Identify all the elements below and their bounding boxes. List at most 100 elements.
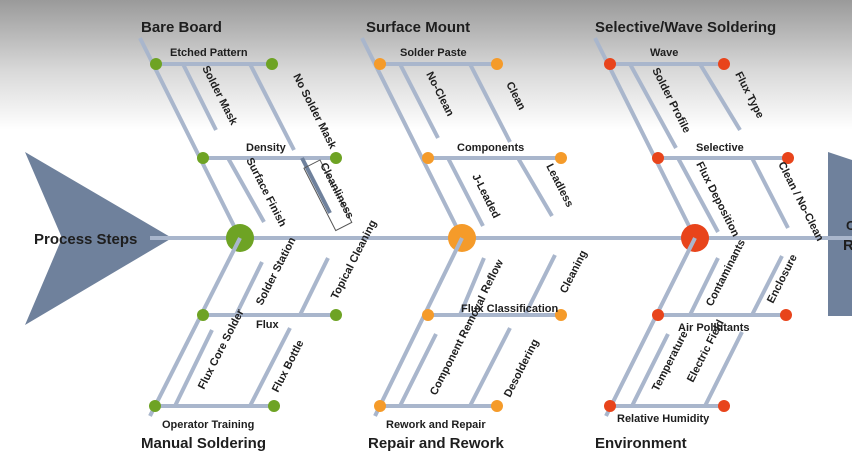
main-bone: [373, 237, 464, 417]
node: [149, 400, 161, 412]
spine-tail-arrow: [25, 152, 172, 325]
node: [150, 58, 162, 70]
category-repair-rework: Repair and Rework Reflow Cleaning Flux C…: [368, 237, 590, 452]
cause-label: Solder Profile: [649, 66, 692, 135]
cause-label: Component Removal: [428, 294, 489, 397]
cause-label: Etched Pattern: [170, 47, 248, 59]
cause-label: Desoldering: [502, 337, 542, 399]
node: [374, 400, 386, 412]
cause-label: Selective: [696, 142, 744, 154]
sub-bone: [688, 257, 720, 316]
main-bone: [148, 237, 242, 417]
node: [652, 309, 664, 321]
sub-bone: [173, 329, 214, 407]
main-bone: [593, 37, 697, 239]
main-bone: [138, 37, 242, 239]
node: [266, 58, 278, 70]
sub-bone: [523, 254, 557, 316]
cause-label: No-Clean: [423, 70, 456, 119]
sub-bone: [398, 63, 440, 139]
category-environment: Environment Contaminants Enclosure Air P…: [595, 237, 800, 452]
category-title: Environment: [595, 435, 687, 452]
category-title: Surface Mount: [366, 19, 470, 36]
cause-label: Rework and Repair: [386, 419, 486, 431]
cause-label: Components: [457, 142, 524, 154]
category-title: Bare Board: [141, 19, 222, 36]
result-label-partial: R: [843, 237, 852, 254]
sub-bone: [468, 327, 512, 407]
node: [555, 152, 567, 164]
sub-bone: [446, 157, 485, 227]
cause-label: Surface Finish: [243, 156, 288, 229]
sub-bone: [750, 255, 784, 316]
node: [491, 58, 503, 70]
cause-label: Solder Mask: [199, 64, 240, 128]
category-selective-wave: Selective/Wave Soldering Wave Solder Pro…: [593, 19, 826, 252]
node: [197, 309, 209, 321]
sub-bone: [630, 333, 670, 407]
cause-label: Flux Bottle: [270, 338, 306, 394]
sub-bone: [468, 63, 512, 143]
sub-bone: [698, 62, 742, 132]
node: [374, 58, 386, 70]
node: [718, 400, 730, 412]
node: [330, 152, 342, 164]
cause-label: Cleaning: [558, 249, 590, 296]
cause-label: Flux Classification: [461, 303, 558, 315]
node: [718, 58, 730, 70]
category-surface-mount: Surface Mount Solder Paste No-Clean Clea…: [360, 19, 575, 252]
cause-label: Flux: [256, 319, 279, 331]
node: [491, 400, 503, 412]
cause-label: Density: [246, 142, 287, 154]
node: [652, 152, 664, 164]
node: [422, 309, 434, 321]
cause-label-line: No Solder Mask: [290, 72, 339, 152]
node: [780, 309, 792, 321]
spine-head-arrow: [828, 152, 852, 316]
sub-bone: [181, 63, 218, 131]
cause-label: Wave: [650, 47, 678, 59]
node: [422, 152, 434, 164]
node: [268, 400, 280, 412]
sub-bone: [298, 257, 330, 316]
cause-label: Solder Station: [254, 235, 299, 307]
sub-bone: [226, 157, 266, 223]
cause-label: No Solder Mask: [290, 72, 339, 152]
category-title: Repair and Rework: [368, 435, 505, 452]
node: [330, 309, 342, 321]
cause-label: Air Pollutants: [678, 322, 750, 334]
node: [555, 309, 567, 321]
sub-bone: [248, 327, 292, 407]
spine-label: Process Steps: [34, 231, 137, 248]
node: [604, 58, 616, 70]
result-label-top-partial: C: [846, 218, 852, 233]
sub-bone: [248, 63, 296, 151]
main-bone: [604, 237, 697, 417]
sub-bone: [703, 331, 744, 407]
node: [782, 152, 794, 164]
sub-bone: [750, 157, 790, 229]
cause-label: Clean: [503, 80, 527, 112]
category-title: Selective/Wave Soldering: [595, 19, 776, 36]
sub-bone: [676, 157, 720, 233]
category-manual-soldering: Manual Soldering Solder Station Topical …: [141, 218, 379, 452]
sub-bone: [458, 257, 486, 316]
cause-label: Operator Training: [162, 419, 254, 431]
highlight-box: [303, 159, 353, 232]
cause-label: Cleanliness: [317, 161, 355, 221]
node: [604, 400, 616, 412]
main-bone: [360, 37, 464, 239]
sub-bone: [398, 333, 438, 407]
cause-label: Clean / No-Clean: [775, 160, 826, 244]
node: [197, 152, 209, 164]
sub-bone: [628, 63, 678, 149]
sub-bone: [234, 261, 264, 316]
sub-bone: [516, 156, 554, 218]
cause-label: Relative Humidity: [617, 413, 710, 425]
category-title: Manual Soldering: [141, 435, 266, 452]
cause-label: Solder Paste: [400, 47, 467, 59]
category-bare-board: Bare Board Etched Pattern Solder Mask No…: [138, 19, 356, 252]
cause-label: Leadless: [543, 162, 575, 209]
cause-label: Flux Type: [732, 70, 766, 120]
